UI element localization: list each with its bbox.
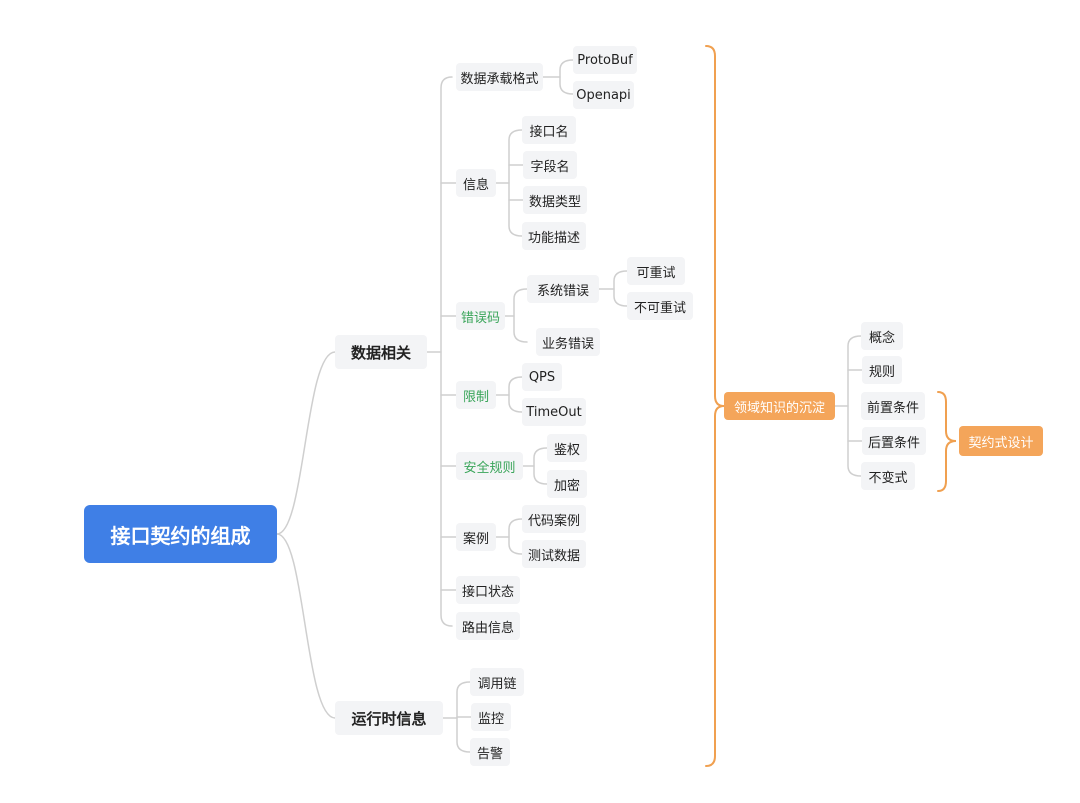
- security-rules-node[interactable]: 安全规则: [456, 452, 523, 480]
- contract-design-node[interactable]: 契约式设计: [959, 426, 1043, 456]
- non-retryable-node[interactable]: 不可重试: [627, 292, 693, 320]
- api-name-node[interactable]: 接口名: [522, 116, 576, 144]
- info-node[interactable]: 信息: [456, 169, 496, 197]
- invariant-node[interactable]: 不变式: [861, 462, 915, 490]
- function-desc-node[interactable]: 功能描述: [522, 222, 586, 250]
- rule-node[interactable]: 规则: [862, 356, 902, 384]
- runtime-info-node[interactable]: 运行时信息: [335, 701, 443, 735]
- root-node[interactable]: 接口契约的组成: [84, 505, 277, 563]
- limit-node[interactable]: 限制: [456, 381, 496, 409]
- precondition-node[interactable]: 前置条件: [861, 392, 925, 420]
- business-error-node[interactable]: 业务错误: [536, 328, 600, 356]
- code-case-node[interactable]: 代码案例: [522, 505, 586, 533]
- openapi-node[interactable]: Openapi: [573, 81, 634, 109]
- system-error-node[interactable]: 系统错误: [527, 275, 599, 303]
- retryable-node[interactable]: 可重试: [627, 257, 685, 285]
- case-node[interactable]: 案例: [456, 523, 496, 551]
- api-status-node[interactable]: 接口状态: [456, 576, 520, 604]
- data-related-node[interactable]: 数据相关: [335, 335, 427, 369]
- domain-knowledge-node[interactable]: 领域知识的沉淀: [724, 392, 835, 420]
- field-name-node[interactable]: 字段名: [523, 151, 577, 179]
- route-info-node[interactable]: 路由信息: [456, 612, 520, 640]
- qps-node[interactable]: QPS: [522, 363, 562, 391]
- error-code-node[interactable]: 错误码: [456, 302, 505, 330]
- protobuf-node[interactable]: ProtoBuf: [573, 46, 637, 74]
- timeout-node[interactable]: TimeOut: [522, 398, 586, 426]
- alert-node[interactable]: 告警: [470, 738, 510, 766]
- test-data-node[interactable]: 测试数据: [522, 540, 586, 568]
- encrypt-node[interactable]: 加密: [547, 470, 587, 498]
- auth-node[interactable]: 鉴权: [547, 434, 587, 462]
- concept-node[interactable]: 概念: [861, 322, 903, 350]
- data-format-node[interactable]: 数据承载格式: [456, 63, 543, 91]
- postcondition-node[interactable]: 后置条件: [862, 427, 926, 455]
- call-chain-node[interactable]: 调用链: [470, 668, 524, 696]
- monitor-node[interactable]: 监控: [471, 703, 511, 731]
- data-type-node[interactable]: 数据类型: [523, 186, 587, 214]
